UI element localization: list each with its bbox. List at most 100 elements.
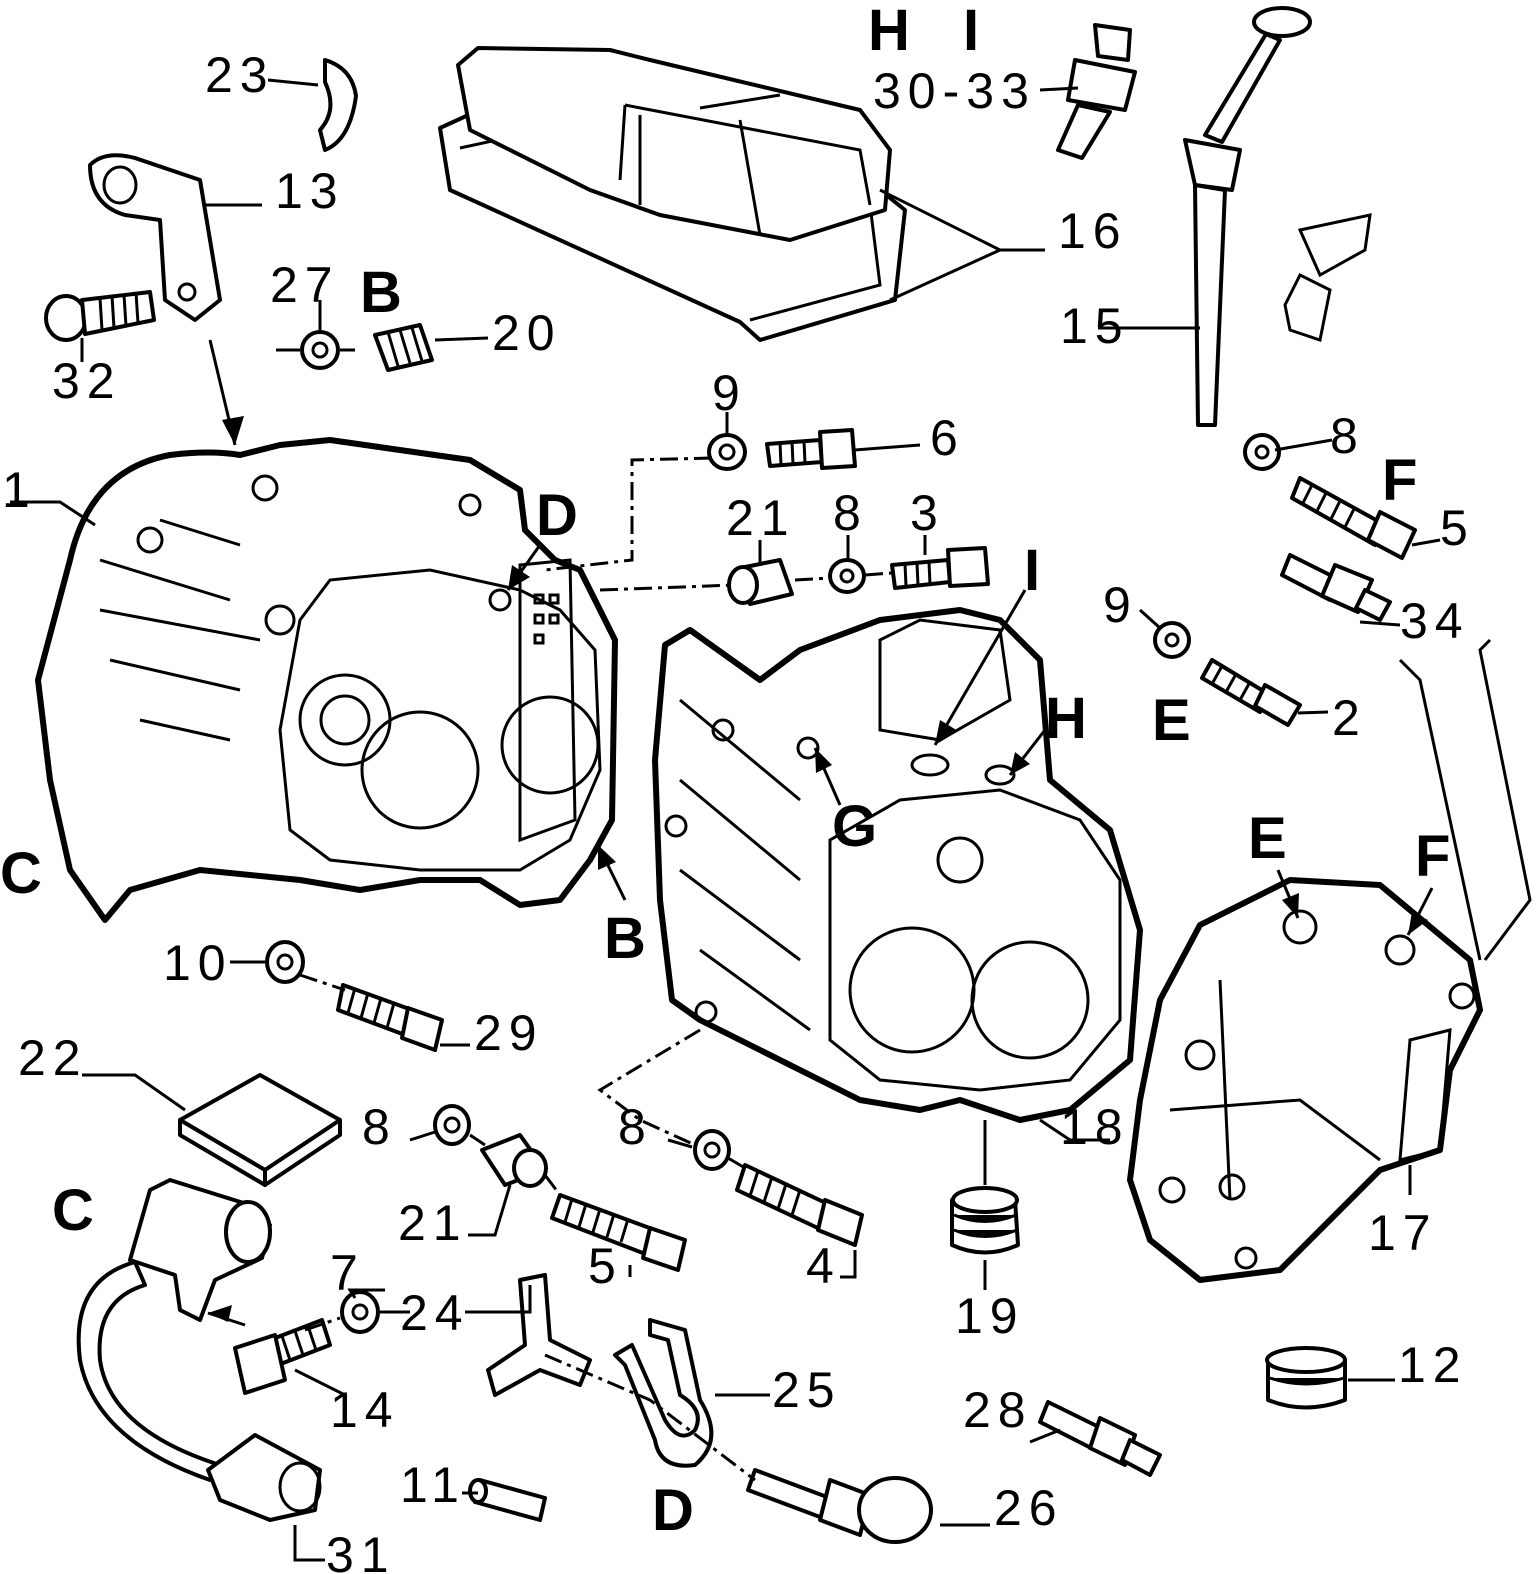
leader-lines — [10, 78, 1532, 1562]
part-13-bracket — [88, 153, 222, 322]
part-20-plug — [373, 323, 434, 372]
harness-connector-sketch — [1283, 213, 1372, 342]
label-part-8-right: 8 — [1330, 408, 1365, 464]
part-31-speed-sensor — [76, 1178, 322, 1522]
label-part-5-lower: 5 — [588, 1238, 623, 1294]
label-part-10: 10 — [163, 935, 233, 991]
part-22-pad — [178, 1073, 342, 1187]
label-part-14: 14 — [330, 1382, 400, 1438]
part-21-sleeve-top — [727, 558, 794, 606]
label-part-3: 3 — [910, 485, 945, 541]
part-6-bolt — [765, 428, 857, 470]
label-part-12: 12 — [1398, 1337, 1468, 1393]
label-part-13: 13 — [275, 163, 345, 219]
part-5-bolt-right — [1290, 476, 1417, 560]
ref-letter-d-top: D — [536, 483, 578, 548]
part-14-bolt — [233, 1318, 332, 1395]
label-part-28: 28 — [963, 1382, 1033, 1438]
label-part-1: 1 — [2, 462, 37, 518]
label-part-23: 23 — [205, 47, 275, 103]
ref-letter-c-bottom: C — [52, 1178, 94, 1243]
label-part-17: 17 — [1368, 1205, 1438, 1261]
label-part-26: 26 — [994, 1480, 1064, 1536]
label-part-8-top: 8 — [833, 485, 868, 541]
part-29-bolt — [336, 983, 444, 1052]
part-24-lever — [486, 1273, 592, 1397]
label-part-27: 27 — [270, 257, 340, 313]
part-32-bolt — [44, 290, 156, 342]
part-10-washer — [265, 940, 305, 984]
part-11-pin — [468, 1478, 547, 1522]
ref-letter-f-top: F — [1382, 448, 1417, 513]
label-part-8-lower-mid: 8 — [618, 1099, 653, 1155]
label-part-21-top: 21 — [726, 490, 796, 546]
label-part-24: 24 — [400, 1285, 470, 1341]
label-part-29: 29 — [474, 1005, 544, 1061]
part-4-bolt — [735, 1163, 864, 1247]
ref-letter-e-cover: E — [1248, 806, 1287, 871]
label-part-9-right: 9 — [1103, 577, 1138, 633]
label-part-25: 25 — [772, 1362, 842, 1418]
label-part-31: 31 — [326, 1527, 396, 1574]
part-number-labels: 23 13 32 27 20 30-33 16 15 9 6 8 5 21 8 … — [2, 47, 1475, 1574]
label-part-30-33: 30-33 — [873, 63, 1036, 119]
ref-letter-i-mid: I — [1024, 538, 1040, 603]
label-part-19: 19 — [955, 1288, 1025, 1344]
label-part-11: 11 — [400, 1457, 466, 1513]
reference-letters: H I B F D I H E G E F C B C D — [0, 0, 1450, 1543]
ref-letter-c-left: C — [0, 841, 42, 906]
label-part-7: 7 — [330, 1245, 365, 1301]
part-7-washer — [340, 1290, 380, 1334]
label-part-32: 32 — [52, 353, 122, 409]
part-21-sleeve-lower — [480, 1133, 548, 1188]
ref-letter-b-top: B — [360, 260, 402, 325]
part-1-clutch-housing — [35, 437, 618, 923]
label-part-5-right: 5 — [1440, 500, 1475, 556]
label-part-6: 6 — [930, 410, 965, 466]
part-19-plug — [950, 1186, 1020, 1255]
label-part-22: 22 — [18, 1030, 88, 1086]
label-part-4: 4 — [806, 1238, 841, 1294]
part-5-bolt-lower — [550, 1193, 687, 1272]
part-28-stud — [1038, 1400, 1162, 1477]
label-part-2: 2 — [1332, 690, 1367, 746]
part-30-33-switch — [1056, 23, 1137, 160]
ref-letter-i-top: I — [963, 0, 979, 63]
part-8-washer-lower-mid — [693, 1129, 731, 1171]
part-26-plunger — [746, 1468, 933, 1544]
part-23-clip — [318, 58, 358, 152]
part-27-washer — [300, 330, 340, 370]
assembly-lines — [299, 456, 893, 1482]
label-part-8-lower-left: 8 — [362, 1099, 397, 1155]
ref-letter-e-mid: E — [1152, 688, 1191, 753]
part-12-plug — [1265, 1346, 1347, 1410]
label-part-16: 16 — [1058, 203, 1128, 259]
part-17-end-cover — [1127, 877, 1483, 1283]
ref-letter-d-bottom: D — [652, 1478, 694, 1543]
part-3-bolt — [890, 546, 990, 590]
part-25-spring — [613, 1318, 714, 1468]
part-34-stud — [1280, 553, 1392, 622]
label-part-20: 20 — [492, 305, 562, 361]
label-part-9-top: 9 — [712, 365, 747, 421]
arrows — [207, 339, 1434, 1327]
part-16-top-cover — [438, 46, 907, 342]
part-18-gearbox-housing — [652, 607, 1143, 1123]
part-8-washer-right — [1243, 433, 1281, 471]
part-9-washer-top — [707, 433, 747, 471]
part-8-washer-lower-left — [433, 1104, 471, 1146]
part-2-bolt — [1200, 658, 1302, 727]
label-part-34: 34 — [1400, 593, 1470, 649]
part-15-dipstick — [1183, 6, 1312, 427]
ref-letter-b-mid: B — [604, 906, 646, 971]
part-9-washer-right — [1153, 621, 1191, 659]
ref-letter-h-top: H — [868, 0, 910, 63]
part-8-washer-top — [828, 558, 866, 594]
label-part-21-lower: 21 — [398, 1195, 468, 1251]
ref-letter-g: G — [832, 794, 877, 859]
label-part-18: 18 — [1060, 1099, 1130, 1155]
ref-letter-f-cover: F — [1415, 824, 1450, 889]
ref-letter-h-mid: H — [1045, 686, 1087, 751]
label-part-15: 15 — [1060, 298, 1130, 354]
